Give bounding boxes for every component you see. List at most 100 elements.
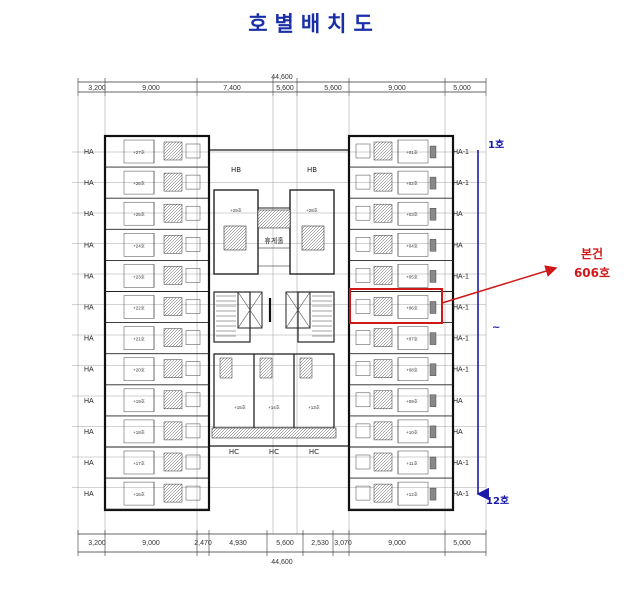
- top-total-dim: 44,600: [271, 74, 293, 81]
- right-wing-unit: +01호 HA-1: [349, 139, 469, 168]
- left-unit-label: HA: [84, 491, 94, 498]
- bottom-dim-8: 9,000: [388, 540, 406, 547]
- bottom-dim-9: 5,000: [453, 540, 471, 547]
- top-dim-5: 5,600: [324, 85, 342, 92]
- left-room-label: +17호: [133, 461, 145, 466]
- right-wing-unit: +05호 HA-1: [349, 264, 469, 292]
- left-unit-label: HA: [84, 367, 94, 374]
- left-unit-label: HA: [84, 180, 94, 187]
- core-hb-right: HB: [307, 166, 317, 174]
- right-room-label: +06호: [406, 306, 418, 311]
- right-unit-label: HA-1: [453, 460, 469, 467]
- left-wing-unit: +26호 HA: [84, 170, 209, 199]
- left-wing-units: +27호HA+26호HA+25호HA+24호HA+23호HA+22호HA+21호…: [84, 139, 209, 510]
- bottom-dim-6: 2,530: [311, 540, 329, 547]
- left-wing-unit: +16호 HA: [84, 481, 209, 510]
- right-room-label: +08호: [406, 368, 418, 373]
- right-room-label: +05호: [406, 274, 418, 279]
- page-title: 호별배치도: [248, 12, 380, 36]
- core-hc-2: HC: [269, 448, 279, 456]
- central-core: HB HB +29호 +28호 휴게홀 +15호 +14호 +13호 HC HC…: [211, 166, 337, 456]
- bottom-dim-4: 4,930: [229, 540, 247, 547]
- core-hc-3: HC: [309, 448, 319, 456]
- left-unit-label: HA: [84, 242, 94, 249]
- right-room-label: +07호: [406, 337, 418, 342]
- bottom-total-dim: 44,600: [271, 559, 293, 566]
- core-room-14: +14호: [268, 405, 280, 410]
- left-wing-unit: +24호 HA: [84, 233, 209, 261]
- top-dim-4: 5,600: [276, 85, 294, 92]
- callout-line-1: 본건: [581, 246, 603, 261]
- range-mid-label: ~: [492, 322, 500, 333]
- left-room-label: +24호: [133, 243, 145, 248]
- top-dim-2: 9,000: [142, 85, 160, 92]
- right-unit-label: HA-1: [453, 180, 469, 187]
- right-wing-unit: +09호 HA: [349, 388, 463, 417]
- core-room-left: +29호: [230, 208, 242, 213]
- right-room-label: +11호: [406, 461, 417, 466]
- right-unit-label: HA: [453, 398, 463, 405]
- core-room-13: +13호: [308, 405, 320, 410]
- core-center-label: 휴게홀: [264, 236, 284, 245]
- range-start-label: 1호: [488, 138, 504, 151]
- right-room-label: +12호: [406, 492, 418, 497]
- top-dim-3: 7,400: [223, 85, 241, 92]
- right-unit-label: HA-1: [453, 149, 469, 156]
- left-unit-label: HA: [84, 429, 94, 436]
- core-hc-1: HC: [229, 448, 239, 456]
- left-wing-unit: +20호 HA: [84, 357, 209, 386]
- right-wing-unit: +10호 HA: [349, 419, 463, 448]
- left-unit-label: HA: [84, 336, 94, 343]
- top-dim-6: 9,000: [388, 85, 406, 92]
- right-unit-label: HA: [453, 211, 463, 218]
- right-wing-unit: +12호 HA-1: [349, 481, 469, 510]
- right-wing-unit: +08호 HA-1: [349, 357, 469, 386]
- subject-unit-callout: 본건 606호: [349, 246, 610, 324]
- right-room-label: +01호: [406, 150, 418, 155]
- right-room-label: +03호: [406, 212, 418, 217]
- right-unit-label: HA-1: [453, 491, 469, 498]
- left-room-label: +22호: [133, 306, 145, 311]
- core-room-15: +15호: [234, 405, 246, 410]
- left-room-label: +27호: [133, 150, 145, 155]
- left-unit-label: HA: [84, 305, 94, 312]
- bottom-dim-5: 5,600: [276, 540, 294, 547]
- right-wing-unit: +07호 HA-1: [349, 326, 469, 355]
- bottom-dimension: 3,200 9,000 2,470 4,930 5,600 2,530 3,07…: [77, 530, 487, 566]
- right-unit-label: HA: [453, 242, 463, 249]
- right-room-label: +10호: [406, 430, 418, 435]
- top-dim-1: 3,200: [88, 85, 106, 92]
- bottom-dim-1: 3,200: [88, 540, 106, 547]
- right-room-label: +09호: [406, 399, 418, 404]
- left-unit-label: HA: [84, 460, 94, 467]
- left-unit-label: HA: [84, 273, 94, 280]
- bottom-dim-2: 9,000: [142, 540, 160, 547]
- right-wing-unit: +03호 HA: [349, 201, 463, 230]
- left-room-label: +16호: [133, 492, 145, 497]
- left-room-label: +18호: [133, 430, 145, 435]
- left-room-label: +19호: [133, 399, 145, 404]
- right-unit-label: HA-1: [453, 336, 469, 343]
- right-unit-label: HA-1: [453, 367, 469, 374]
- range-end-label: 12호: [486, 494, 509, 507]
- core-hb-left: HB: [231, 166, 241, 174]
- right-unit-label: HA-1: [453, 305, 469, 312]
- left-room-label: +21호: [133, 337, 145, 342]
- left-room-label: +20호: [133, 368, 145, 373]
- subject-unit-highlight: [349, 288, 443, 324]
- right-unit-label: HA-1: [453, 273, 469, 280]
- vertical-grid-lines: [77, 92, 487, 534]
- right-unit-label: HA: [453, 429, 463, 436]
- left-wing-unit: +22호 HA: [84, 295, 209, 324]
- left-wing-unit: +18호 HA: [84, 419, 209, 448]
- left-wing-unit: +21호 HA: [84, 326, 209, 355]
- left-room-label: +26호: [133, 181, 145, 186]
